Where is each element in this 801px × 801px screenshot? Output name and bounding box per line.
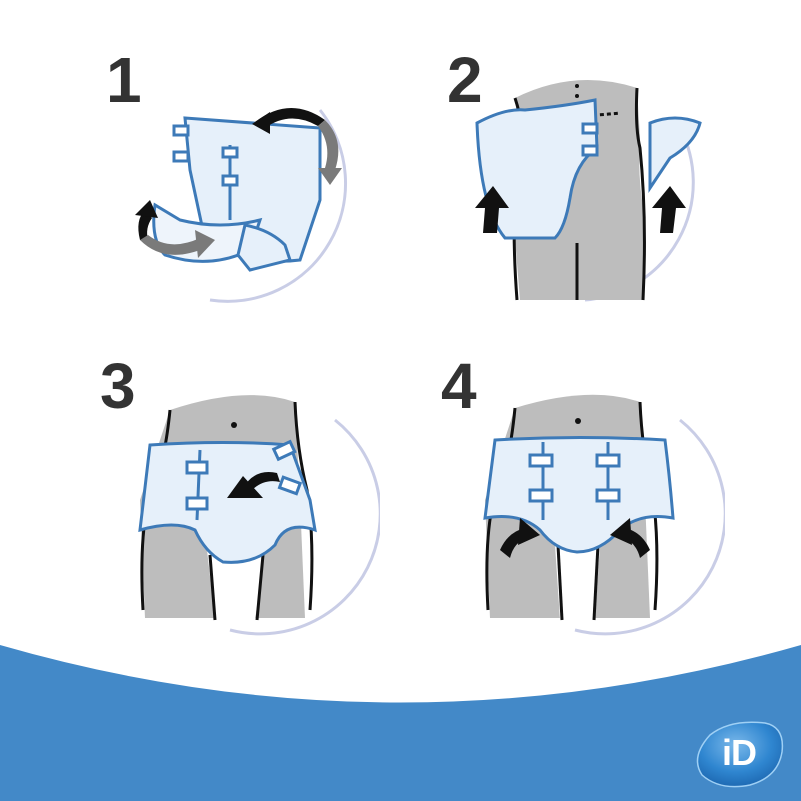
brand-logo: iD xyxy=(690,717,786,789)
step-2-illustration xyxy=(475,80,702,302)
step-number-2: 2 xyxy=(447,44,483,116)
rotate-arrow-icon xyxy=(135,107,342,258)
curved-arrow-left-icon xyxy=(227,472,280,498)
step-4-illustration xyxy=(483,394,725,636)
logo-text: iD xyxy=(722,732,757,773)
logo-drop-icon xyxy=(696,721,784,788)
step-number-1: 1 xyxy=(106,44,142,116)
step-number-3: 3 xyxy=(100,350,136,422)
step-number-4: 4 xyxy=(441,350,477,422)
diaper-back-panel xyxy=(475,98,702,240)
step-1-illustration xyxy=(135,107,348,303)
curved-arrow-inward-icon xyxy=(500,518,650,558)
step-3-illustration xyxy=(138,395,380,636)
up-arrow-icon xyxy=(475,186,686,233)
